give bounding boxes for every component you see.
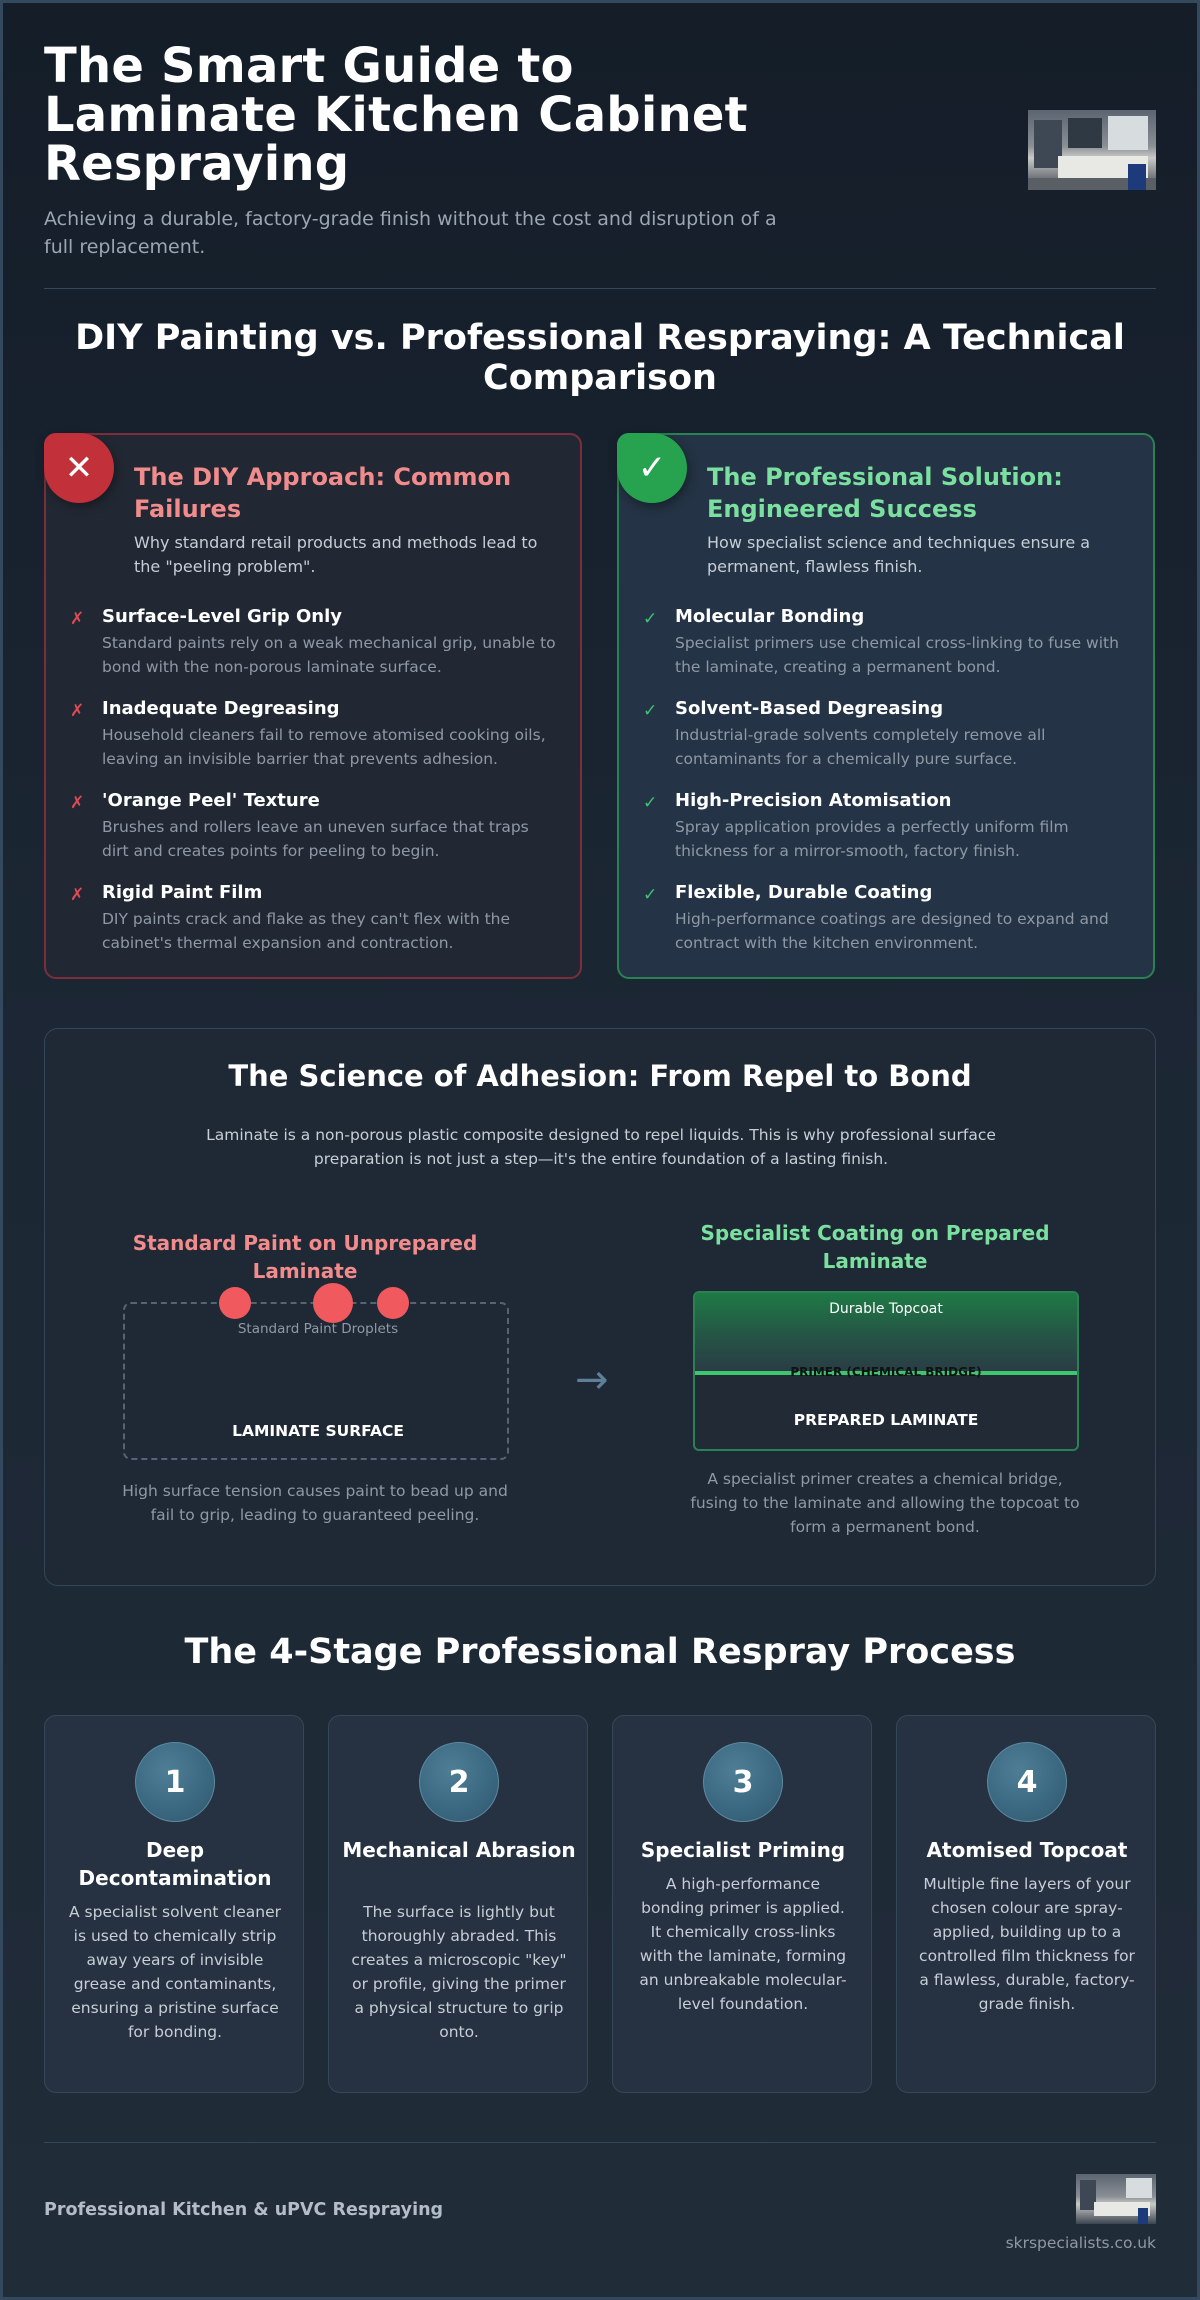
check-mark-icon: ✓ [643,793,658,813]
step-description: The surface is lightly but thoroughly ab… [351,1903,567,2041]
list-item: ✓ Molecular Bonding Specialist primers u… [643,605,1133,697]
item-title: Molecular Bonding [675,606,865,627]
cross-mark-icon: ✗ [70,885,85,905]
science-intro: Laminate is a non-porous plastic composi… [206,1126,996,1168]
process-step-3: 3 Specialist Priming A high-performance … [612,1715,872,2093]
laminate-surface-label: LAMINATE SURFACE [232,1422,404,1440]
list-item: ✗ 'Orange Peel' Texture Brushes and roll… [70,789,560,881]
primer-layer [695,1371,1077,1375]
check-mark-icon: ✓ [643,609,658,629]
page-header: The Smart Guide to Laminate Kitchen Cabi… [44,42,1156,262]
adhesion-science-panel: The Science of Adhesion: From Repel to B… [44,1028,1156,1586]
prepared-diagram-heading: Specialist Coating on Prepared Laminate [700,1221,1050,1273]
process-title: The 4-Stage Professional Respray Process [184,1632,1016,1672]
prepared-laminate-label: PREPARED LAMINATE [793,1411,979,1429]
list-item: ✓ Flexible, Durable Coating High-perform… [643,881,1133,973]
list-item: ✗ Surface-Level Grip Only Standard paint… [70,605,560,697]
item-title: Solvent-Based Degreasing [675,698,944,719]
unprepared-diagram-heading: Standard Paint on Unprepared Laminate [132,1231,478,1283]
item-title: Flexible, Durable Coating [675,882,933,903]
prepared-caption: A specialist primer creates a chemical b… [690,1470,1080,1536]
primer-label: PRIMER (CHEMICAL BRIDGE) [790,1365,982,1379]
paint-droplet [377,1287,409,1319]
footer-divider [44,2142,1156,2143]
item-description: Specialist primers use chemical cross-li… [675,634,1119,676]
item-description: Industrial-grade solvents completely rem… [675,726,1046,768]
diy-card: ✕ The DIY Approach: Common Failures Why … [44,433,582,979]
page-title: The Smart Guide to Laminate Kitchen Cabi… [44,38,748,192]
diy-card-intro: Why standard retail products and methods… [134,533,538,576]
item-description: Standard paints rely on a weak mechanica… [102,634,556,676]
pro-card-title: The Professional Solution: Engineered Su… [707,463,1063,523]
cross-mark-icon: ✗ [70,701,85,721]
item-title: High-Precision Atomisation [675,790,952,811]
process-step-1: 1 Deep Decontamination A specialist solv… [44,1715,304,2093]
item-description: Spray application provides a perfectly u… [675,818,1069,860]
item-title: Surface-Level Grip Only [102,606,343,627]
page-subtitle: Achieving a durable, factory-grade finis… [44,208,777,258]
step-title: Mechanical Abrasion [342,1838,576,1862]
pro-card: ✓ The Professional Solution: Engineered … [617,433,1155,979]
topcoat-layer [695,1293,1077,1373]
unprepared-caption: High surface tension causes paint to bea… [122,1482,508,1524]
list-item: ✗ Rigid Paint Film DIY paints crack and … [70,881,560,973]
process-step-4: 4 Atomised Topcoat Multiple fine layers … [896,1715,1156,2093]
step-title: Specialist Priming [640,1838,846,1862]
step-number: 3 [703,1742,783,1822]
step-description: Multiple fine layers of your chosen colo… [919,1875,1135,2013]
cross-mark-icon: ✗ [70,793,85,813]
check-mark-icon: ✓ [643,701,658,721]
list-item: ✓ Solvent-Based Degreasing Industrial-gr… [643,697,1133,789]
item-description: High-performance coatings are designed t… [675,910,1109,952]
process-step-2: 2 Mechanical Abrasion The surface is lig… [328,1715,588,2093]
comparison-title: DIY Painting vs. Professional Respraying… [75,318,1125,398]
science-title: The Science of Adhesion: From Repel to B… [228,1059,972,1093]
item-title: Rigid Paint Film [102,882,263,903]
diy-failure-list: ✗ Surface-Level Grip Only Standard paint… [70,605,560,973]
droplets-label: Standard Paint Droplets [237,1321,399,1337]
paint-droplet [313,1283,353,1323]
header-divider [44,288,1156,289]
coating-layer-stack: Durable Topcoat PRIMER (CHEMICAL BRIDGE)… [693,1291,1079,1451]
item-description: Brushes and rollers leave an uneven surf… [102,818,529,860]
list-item: ✗ Inadequate Degreasing Household cleane… [70,697,560,789]
arrow-right-icon: → [575,1357,609,1403]
pro-success-list: ✓ Molecular Bonding Specialist primers u… [643,605,1133,973]
step-number: 1 [135,1742,215,1822]
fail-x-icon: ✕ [44,433,114,503]
item-title: Inadequate Degreasing [102,698,340,719]
diy-card-title: The DIY Approach: Common Failures [134,463,512,523]
footer-website-link[interactable]: skrspecialists.co.uk [1005,2234,1156,2252]
success-check-icon: ✓ [617,433,687,503]
step-number: 4 [987,1742,1067,1822]
step-description: A high-performance bonding primer is app… [639,1875,847,2013]
kitchen-thumbnail-image [1028,110,1156,190]
check-mark-icon: ✓ [643,885,658,905]
item-description: Household cleaners fail to remove atomis… [102,726,546,768]
cross-mark-icon: ✗ [70,609,85,629]
list-item: ✓ High-Precision Atomisation Spray appli… [643,789,1133,881]
step-title: Deep Decontamination [78,1838,272,1890]
footer-kitchen-thumbnail-image [1076,2174,1156,2224]
footer-brand: Professional Kitchen & uPVC Respraying [44,2200,444,2220]
item-description: DIY paints crack and flake as they can't… [102,910,511,952]
topcoat-label: Durable Topcoat [829,1301,943,1317]
step-title: Atomised Topcoat [926,1838,1128,1862]
paint-droplet [219,1287,251,1319]
step-number: 2 [419,1742,499,1822]
pro-card-intro: How specialist science and techniques en… [707,533,1091,576]
item-title: 'Orange Peel' Texture [102,790,320,811]
step-description: A specialist solvent cleaner is used to … [69,1903,281,2041]
